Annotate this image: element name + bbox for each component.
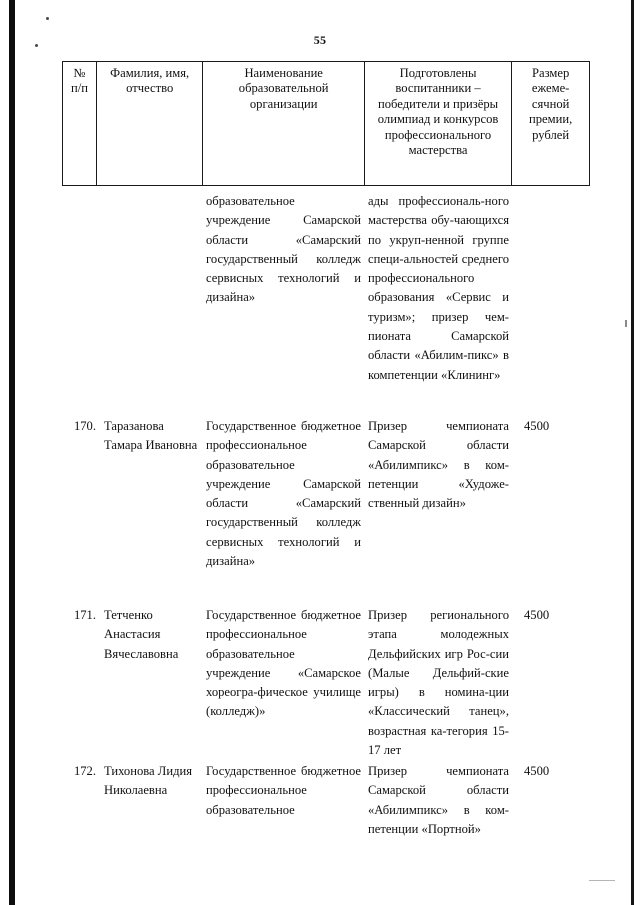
row-amount: 4500	[524, 419, 550, 433]
table-row: образовательное учреждение Самарской обл…	[62, 192, 590, 385]
scan-edge-right	[631, 0, 634, 905]
scan-speck	[625, 320, 627, 327]
row-number: 171.	[73, 608, 96, 622]
row-organization: Государственное бюджетное профессиональн…	[206, 419, 361, 569]
table-row: 170. Таразанова Тамара Ивановна Государс…	[62, 417, 590, 571]
row-organization: Государственное бюджетное профессиональн…	[206, 764, 361, 817]
row-awards: Призер чемпионата Самарской области «Аби…	[368, 419, 509, 511]
row-full-name: Тетченко Анастасия Вячеславовна	[104, 608, 179, 661]
row-full-name: Таразанова Тамара Ивановна	[104, 419, 198, 453]
scan-speck	[46, 17, 49, 20]
row-full-name: Тихонова Лидия Николаевна	[104, 764, 193, 798]
column-header-organization: Наименование образовательной организации	[203, 62, 365, 185]
column-header-awards: Подготовлены воспитанники – победители и…	[365, 62, 513, 185]
page-number: 55	[313, 33, 327, 47]
column-header-full-name: Фамилия, имя, отчество	[97, 62, 204, 185]
row-amount: 4500	[524, 608, 550, 622]
row-amount: 4500	[524, 764, 550, 778]
row-organization: образовательное учреждение Самарской обл…	[206, 194, 361, 305]
row-awards: ады профессиональ-ного мастерства обу-ча…	[368, 194, 509, 382]
row-awards: Призер регионального этапа молодежных Де…	[368, 608, 509, 758]
column-header-amount: Размер ежеме-сячной премии, рублей	[529, 66, 573, 142]
row-organization: Государственное бюджетное профессиональн…	[206, 608, 361, 719]
table-row: 171. Тетченко Анастасия Вячеславовна Гос…	[62, 606, 590, 760]
scan-edge-left	[9, 0, 15, 905]
row-number: 172.	[73, 764, 96, 778]
row-awards: Призер чемпионата Самарской области «Аби…	[368, 764, 509, 836]
table-row: 172. Тихонова Лидия Николаевна Государст…	[62, 762, 590, 839]
scan-speck	[589, 880, 615, 881]
row-number: 170.	[73, 419, 96, 433]
scan-speck	[35, 44, 38, 47]
